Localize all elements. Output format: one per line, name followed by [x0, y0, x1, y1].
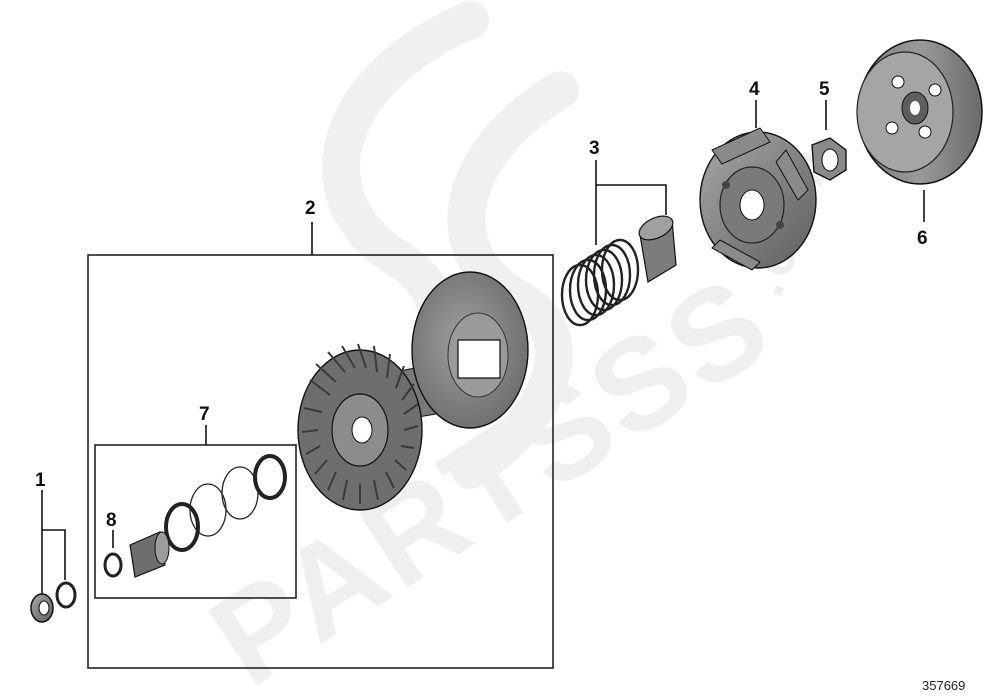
- callout-2: 2: [305, 198, 316, 219]
- part-4-clutch: [699, 127, 817, 271]
- part-7-seal-kit: [103, 454, 287, 578]
- callout-6: 6: [917, 228, 928, 249]
- assembly-2-frame: [87, 254, 554, 669]
- fan-pulley: [297, 343, 423, 511]
- o-ring-2: [221, 466, 259, 520]
- nut-hole: [38, 600, 50, 616]
- callout-4: 4: [749, 79, 760, 100]
- o-ring-4: [164, 502, 200, 552]
- part-8-washer: [103, 552, 123, 578]
- part-6-clutch-drum: [856, 39, 983, 185]
- leader-lines: [41, 100, 925, 595]
- callout-numbers: 1 2 3 4 5 6 7 8: [35, 79, 928, 531]
- callout-3: 3: [589, 138, 600, 159]
- leader-1: [41, 490, 66, 595]
- leader-3: [595, 160, 667, 245]
- washer: [55, 581, 77, 609]
- drive-disc: [411, 271, 529, 429]
- callout-5: 5: [819, 79, 830, 100]
- part-3-spring-and-sleeve: [560, 215, 677, 327]
- o-ring-1: [253, 454, 287, 500]
- compression-spring: [560, 238, 640, 327]
- callout-7: 7: [199, 404, 210, 425]
- sleeve: [638, 215, 677, 283]
- callout-1: 1: [35, 470, 46, 491]
- callout-8: 8: [106, 510, 117, 531]
- subassembly-7-frame: [94, 444, 297, 599]
- diagram-id: 357669: [922, 678, 965, 693]
- part-5-nut: [811, 137, 847, 181]
- part-2-variator-assembly: [297, 271, 529, 511]
- o-ring-3: [189, 483, 227, 537]
- bushing: [129, 531, 170, 578]
- part-1-nut-and-washer: [30, 581, 77, 623]
